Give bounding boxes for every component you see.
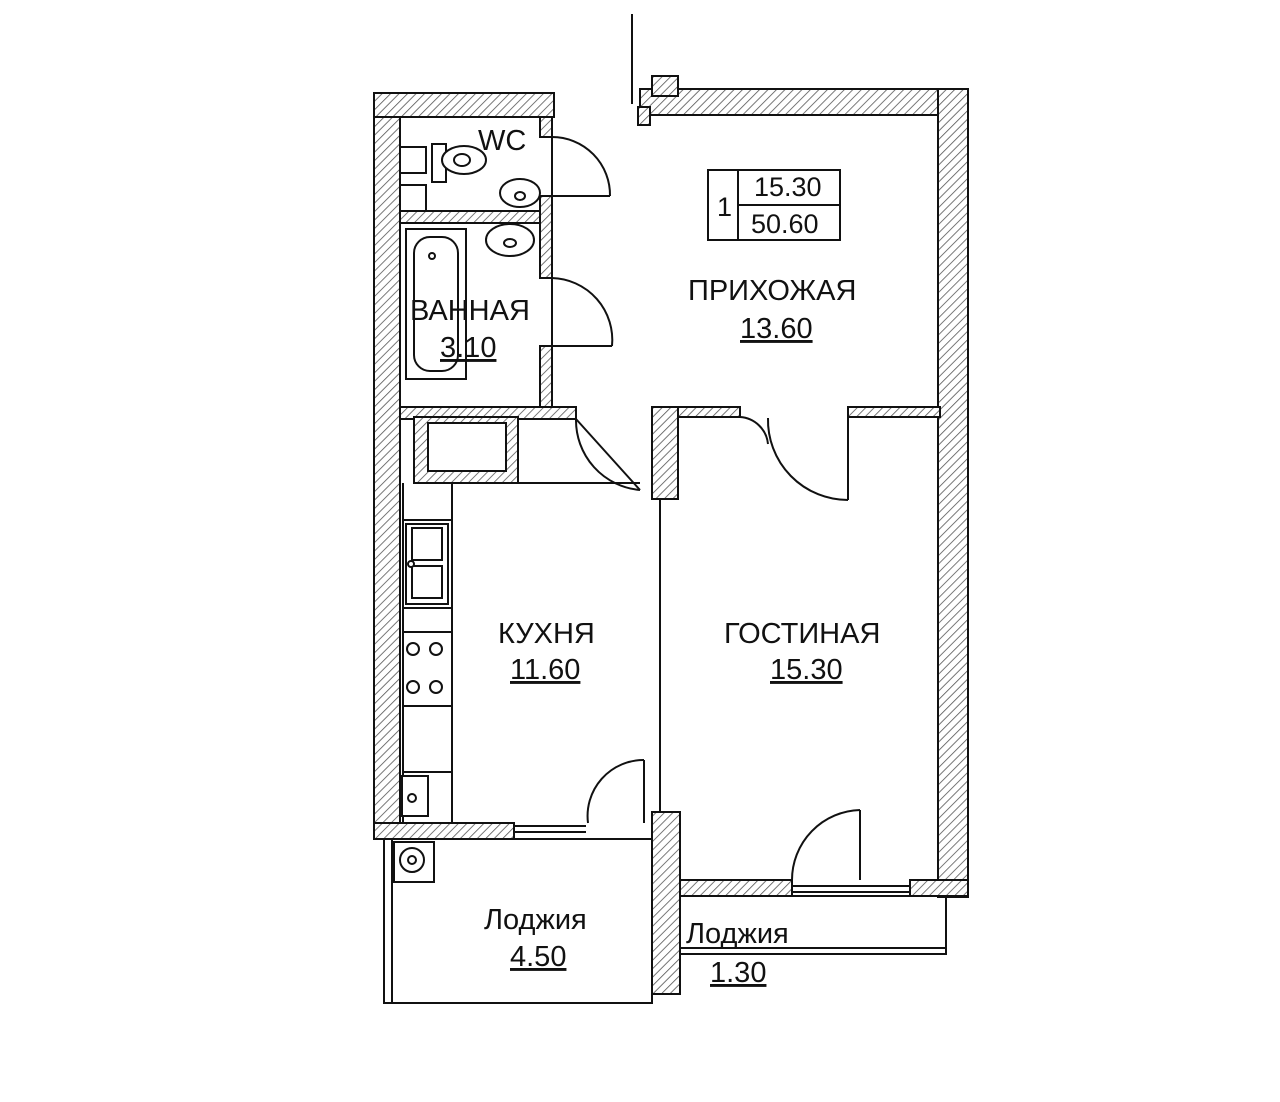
loggia-2-label: Лоджия	[686, 918, 789, 950]
toilet-icon	[431, 143, 487, 183]
wall-top-left	[373, 92, 555, 118]
stove-icon	[406, 642, 443, 694]
living-area: 15.30	[770, 654, 843, 686]
walls	[373, 75, 969, 995]
living-area-value: 15.30	[754, 172, 822, 202]
wall-left-outer	[373, 92, 401, 840]
kitchen-loggia-door	[586, 758, 645, 824]
bath-shaft-1	[399, 146, 427, 174]
loggia-2-area: 1.30	[710, 957, 766, 989]
wall-right-outer	[937, 88, 969, 898]
wall-living-bottom-a	[679, 879, 793, 897]
wc-sink-icon	[499, 178, 541, 208]
wall-bath-right-b	[539, 345, 553, 411]
room-labels: WC ВАННАЯ 3.10 ПРИХОЖАЯ 13.60 КУХНЯ 11.6…	[410, 125, 880, 989]
living-label: ГОСТИНАЯ	[724, 618, 880, 650]
wall-bath-right-a	[539, 195, 553, 279]
wall-living-bottom-b	[909, 879, 969, 897]
water-tank-icon	[393, 841, 435, 883]
wall-wc-right	[539, 116, 553, 138]
living-door	[739, 416, 849, 501]
wall-hall-left	[637, 106, 651, 126]
wall-kitchen-living	[651, 406, 679, 500]
living-loggia-door	[791, 809, 861, 881]
loggia-1-label: Лоджия	[484, 904, 587, 936]
kitchen-door	[574, 418, 641, 491]
wall-kitchen-bottom	[373, 822, 515, 840]
bathroom-door	[551, 277, 614, 347]
loggia-2-outline	[679, 895, 947, 955]
bath-sink-icon	[485, 223, 535, 257]
doors	[551, 14, 861, 881]
loggia-1-outline	[383, 838, 653, 1004]
wall-wc-bath	[399, 210, 551, 224]
kitchen-label: КУХНЯ	[498, 618, 595, 650]
bathtub-icon	[405, 228, 467, 380]
bathroom-area: 3.10	[440, 332, 496, 364]
wall-top-right-stub	[651, 75, 679, 97]
hallway-label: ПРИХОЖАЯ	[688, 275, 856, 307]
bathroom-label: ВАННАЯ	[410, 295, 530, 327]
room-count: 1	[717, 192, 732, 222]
vent-shaft-inner	[427, 422, 507, 472]
hallway-area: 13.60	[740, 313, 813, 345]
total-area-value: 50.60	[751, 209, 819, 239]
fixtures	[393, 143, 541, 883]
wall-top-right	[639, 88, 969, 116]
kitchen-area: 11.60	[510, 654, 580, 686]
bath-shaft-2	[399, 184, 427, 212]
kitchen-sink-icon	[405, 523, 449, 605]
summary-box: 1 15.30 50.60	[707, 169, 841, 241]
boiler-icon	[401, 775, 429, 817]
wall-living-bottom-left	[651, 811, 681, 995]
loggia-1-area: 4.50	[510, 941, 566, 973]
wall-hall-living-a	[675, 406, 741, 418]
wc-door	[551, 136, 612, 197]
wc-label: WC	[478, 125, 526, 157]
wall-hall-living-b	[847, 406, 941, 418]
